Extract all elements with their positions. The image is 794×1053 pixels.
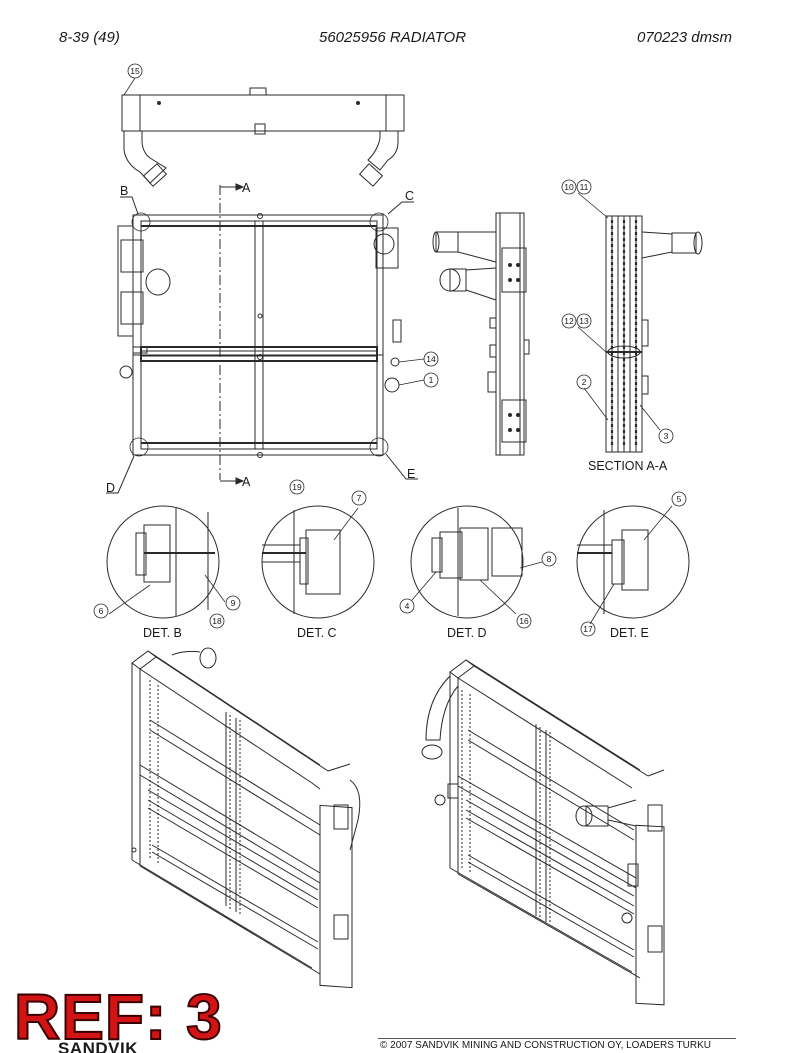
footer-rule (378, 1038, 736, 1039)
isometric-view-left (131, 647, 361, 989)
detail-c (261, 505, 375, 619)
callout-5: 5 (677, 494, 682, 504)
callout-11: 11 (580, 182, 589, 192)
callout-leaders (123, 77, 661, 431)
page-number: 8-39 (49) (59, 29, 120, 46)
sandvik-logo: SANDVIK (58, 1040, 139, 1053)
detail-letter-b: B (120, 184, 128, 198)
det-c-caption: DET. C (297, 626, 337, 640)
callout-2: 2 (582, 377, 587, 387)
det-b-caption: DET. B (143, 626, 182, 640)
detail-letter-e: E (407, 467, 415, 481)
callout-15: 15 (130, 66, 140, 76)
callout-19: 19 (292, 482, 302, 492)
callout-7: 7 (357, 493, 362, 503)
callout-9: 9 (231, 598, 236, 608)
detail-b (106, 505, 226, 619)
section-letter-a-bottom: A (242, 475, 251, 489)
detail-e (576, 505, 690, 625)
callout-4: 4 (405, 601, 410, 611)
side-view (432, 212, 530, 456)
copyright-text: © 2007 SANDVIK MINING AND CONSTRUCTION O… (380, 1040, 711, 1051)
detail-letter-d: D (106, 481, 115, 495)
det-e-caption: DET. E (610, 626, 649, 640)
document-code: 070223 dmsm (637, 29, 733, 46)
det-d-caption: DET. D (447, 626, 487, 640)
callout-12: 12 (564, 316, 574, 326)
callout-circles (93, 63, 687, 637)
detail-letter-c: C (405, 189, 414, 203)
callout-13: 13 (579, 316, 589, 326)
callout-8: 8 (547, 554, 552, 564)
callout-16: 16 (519, 616, 529, 626)
section-a-a-view (605, 215, 703, 453)
callout-17: 17 (583, 624, 593, 634)
callout-6: 6 (99, 606, 104, 616)
detail-d (410, 505, 543, 619)
ref-stamp: REF: 3 (13, 981, 223, 1053)
callout-1: 1 (429, 375, 434, 385)
callout-14: 14 (426, 354, 436, 364)
isometric-view-right (421, 659, 665, 1006)
document-title: 56025956 RADIATOR (319, 29, 467, 46)
section-letter-a-top: A (242, 181, 251, 195)
section-caption: SECTION A-A (588, 459, 668, 473)
callout-3: 3 (664, 431, 669, 441)
top-view (121, 87, 405, 187)
callout-18: 18 (212, 616, 222, 626)
callout-10: 10 (564, 182, 574, 192)
front-view (106, 183, 418, 494)
